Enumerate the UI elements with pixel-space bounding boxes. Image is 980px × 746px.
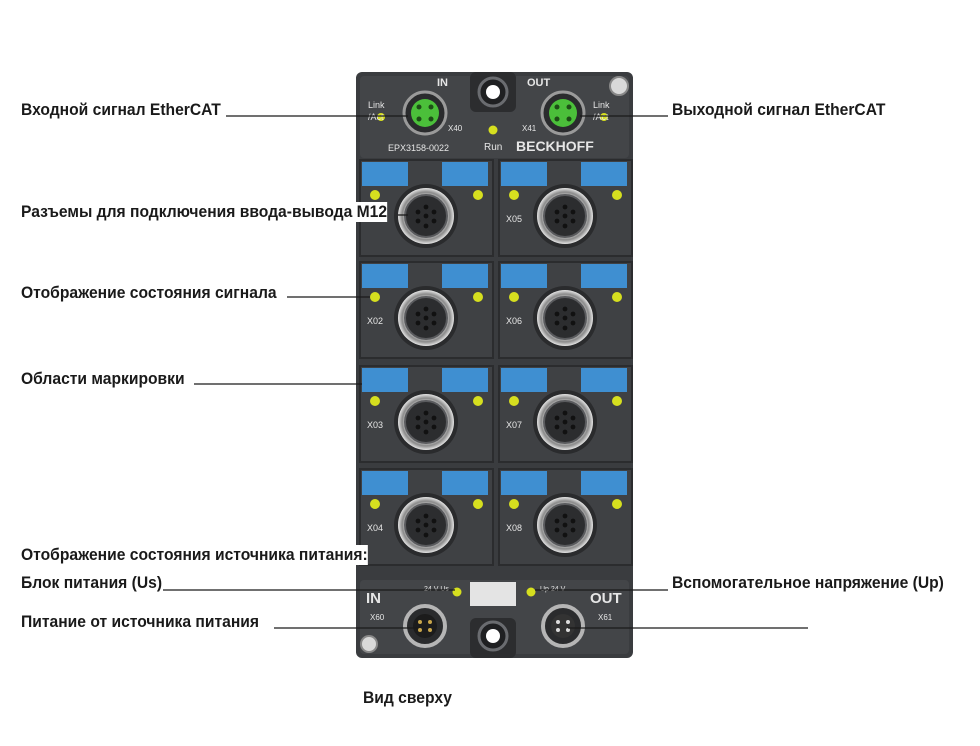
link-act-led-in xyxy=(377,113,385,121)
marking-area xyxy=(362,471,408,495)
power-out-connector xyxy=(541,604,585,648)
marking-area xyxy=(581,162,627,186)
link-label-out: Link xyxy=(593,100,610,110)
signal-led xyxy=(509,190,519,200)
io-port-cell: X02 xyxy=(359,261,494,359)
signal-led xyxy=(473,292,483,302)
power-in-label: IN xyxy=(366,590,381,607)
port-label: X08 xyxy=(506,523,522,533)
screw-top-right xyxy=(609,76,629,96)
port-label: X02 xyxy=(367,316,383,326)
label-ethercat-out: Выходной сигнал EtherCAT xyxy=(672,100,886,120)
power-out-label: OUT xyxy=(590,590,622,607)
marking-area xyxy=(362,368,408,392)
us-led xyxy=(452,587,462,597)
brand-logo: BECKHOFF xyxy=(516,138,594,154)
signal-led xyxy=(370,499,380,509)
signal-led xyxy=(370,396,380,406)
mounting-hole-bottom xyxy=(470,618,516,658)
signal-led xyxy=(612,396,622,406)
power-marking-area xyxy=(470,582,516,606)
m12-connector xyxy=(533,390,597,454)
marking-area xyxy=(501,264,547,288)
signal-led xyxy=(473,499,483,509)
io-port-cell: X05 xyxy=(498,159,633,257)
act-label-in: /Act xyxy=(368,112,384,122)
signal-led xyxy=(509,396,519,406)
ethercat-in-connector xyxy=(402,90,448,136)
out-label: OUT xyxy=(527,77,551,89)
label-aux-voltage: Вспомогательное напряжение (Uр) xyxy=(672,573,944,593)
io-port-cell: X07 xyxy=(498,365,633,463)
signal-led xyxy=(370,292,380,302)
run-led xyxy=(488,125,498,135)
up-led xyxy=(526,587,536,597)
signal-led xyxy=(612,292,622,302)
act-label-out: /Act xyxy=(593,112,609,122)
leader-lines xyxy=(163,115,808,629)
signal-led xyxy=(370,190,380,200)
marking-area xyxy=(442,162,488,186)
port-label: X03 xyxy=(367,420,383,430)
label-m12-connectors: Разъемы для подключения ввода-вывода М12 xyxy=(21,202,388,222)
port-label: X04 xyxy=(367,523,383,533)
io-port-cell: X06 xyxy=(498,261,633,359)
mounting-hole-top xyxy=(470,72,516,112)
marking-area xyxy=(362,162,408,186)
power-in-connector xyxy=(403,604,447,648)
signal-led xyxy=(473,396,483,406)
label-power-status: Отображение состояния источника питания: xyxy=(21,545,368,565)
port-label: X05 xyxy=(506,214,522,224)
m12-connector xyxy=(533,184,597,248)
marking-area xyxy=(501,162,547,186)
io-port-cell: X08 xyxy=(498,468,633,566)
signal-led xyxy=(612,190,622,200)
marking-area xyxy=(581,368,627,392)
signal-led xyxy=(509,292,519,302)
label-power-input: Питание от источника питания xyxy=(21,612,260,632)
io-port-cell: X03 xyxy=(359,365,494,463)
x60-label: X60 xyxy=(370,613,385,622)
x41-label: X41 xyxy=(522,124,537,133)
signal-led xyxy=(473,190,483,200)
m12-connector xyxy=(394,286,458,350)
label-marking-areas: Области маркировки xyxy=(21,369,185,389)
run-label: Run xyxy=(484,142,502,153)
marking-area xyxy=(362,264,408,288)
m12-connector xyxy=(394,493,458,557)
io-port-cell: X04 xyxy=(359,468,494,566)
signal-led xyxy=(612,499,622,509)
marking-area xyxy=(501,471,547,495)
screw-bottom-left xyxy=(360,635,378,653)
in-label: IN xyxy=(437,77,448,89)
port-label: X07 xyxy=(506,420,522,430)
view-caption: Вид сверху xyxy=(363,688,452,707)
marking-area xyxy=(581,471,627,495)
marking-area xyxy=(501,368,547,392)
marking-area xyxy=(442,264,488,288)
marking-area xyxy=(442,471,488,495)
ethercat-out-connector xyxy=(540,90,586,136)
m12-connector xyxy=(533,493,597,557)
x61-label: X61 xyxy=(598,613,613,622)
link-label-in: Link xyxy=(368,100,385,110)
m12-connector xyxy=(533,286,597,350)
marking-area xyxy=(442,368,488,392)
label-signal-status: Отображение состояния сигнала xyxy=(21,283,277,303)
model-label: EPX3158-0022 xyxy=(388,143,449,153)
link-act-led-out xyxy=(600,113,608,121)
m12-connector xyxy=(394,390,458,454)
x40-label: X40 xyxy=(448,124,463,133)
marking-area xyxy=(581,264,627,288)
port-label: X06 xyxy=(506,316,522,326)
label-power-supply-unit: Блок питания (Us) xyxy=(21,573,163,593)
label-ethercat-in: Входной сигнал EtherCAT xyxy=(21,100,221,120)
signal-led xyxy=(509,499,519,509)
m12-connector xyxy=(394,184,458,248)
